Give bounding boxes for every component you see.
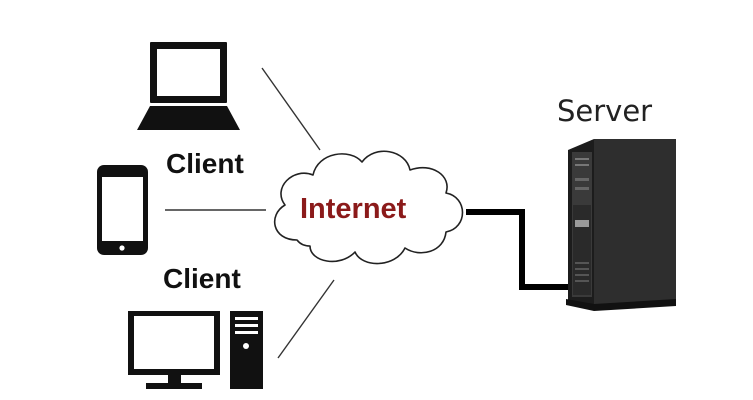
laptop-icon bbox=[137, 42, 240, 130]
cloud-icon bbox=[273, 150, 464, 265]
desktop-tower-icon bbox=[230, 311, 263, 389]
monitor-icon bbox=[128, 311, 220, 389]
internet-label: Internet bbox=[300, 193, 407, 225]
desktop-connection-line bbox=[277, 279, 335, 359]
server-icon bbox=[566, 139, 676, 311]
laptop-connection-line bbox=[261, 67, 321, 151]
client-label-bottom: Client bbox=[163, 263, 241, 294]
server-cable bbox=[466, 209, 568, 290]
client-label-top: Client bbox=[166, 148, 244, 179]
smartphone-icon bbox=[97, 165, 148, 255]
server-label: Server bbox=[557, 94, 653, 128]
